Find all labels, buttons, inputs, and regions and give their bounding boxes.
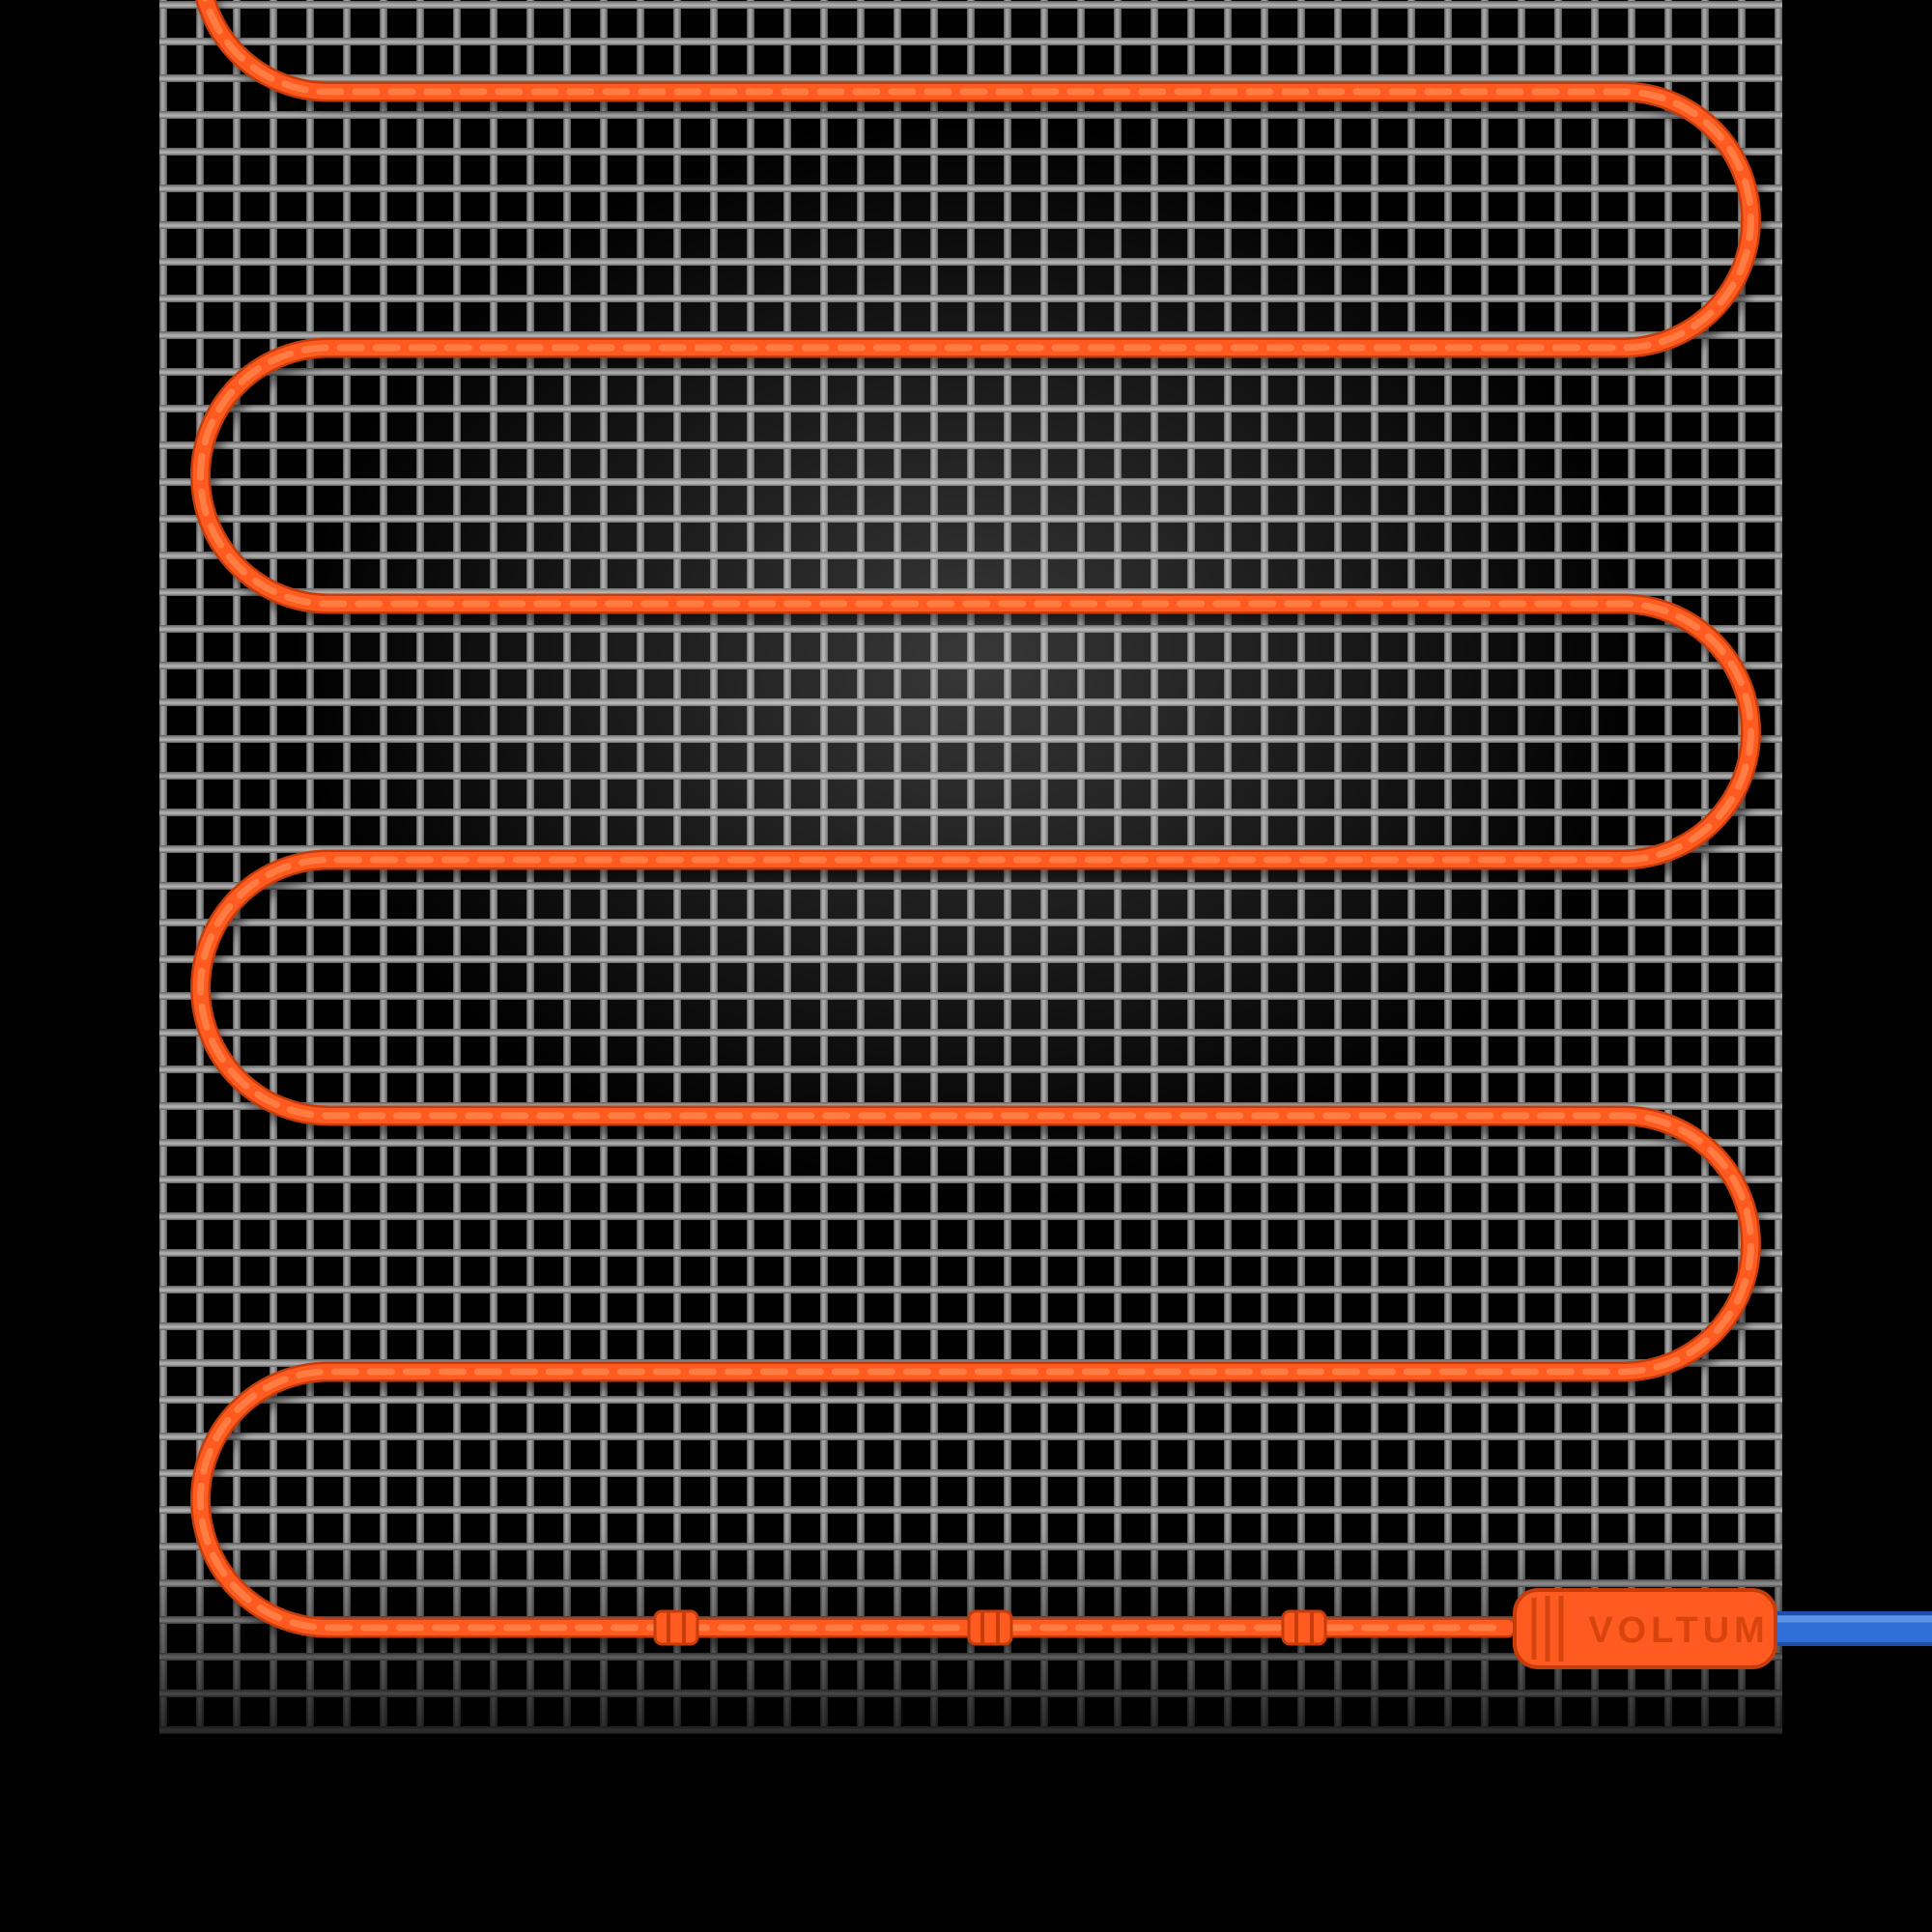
cold-lead-cable [1763, 1611, 1932, 1646]
splice-connector: VOLTUM [1513, 1588, 1777, 1669]
cable-coupler [1281, 1609, 1327, 1646]
cable-spiral-texture [197, 0, 1754, 1632]
cable-coupler [967, 1609, 1013, 1646]
cable-coupler [653, 1609, 699, 1646]
connector-brand-label: VOLTUM [1588, 1610, 1770, 1651]
cable-shadow [196, 0, 1767, 1647]
